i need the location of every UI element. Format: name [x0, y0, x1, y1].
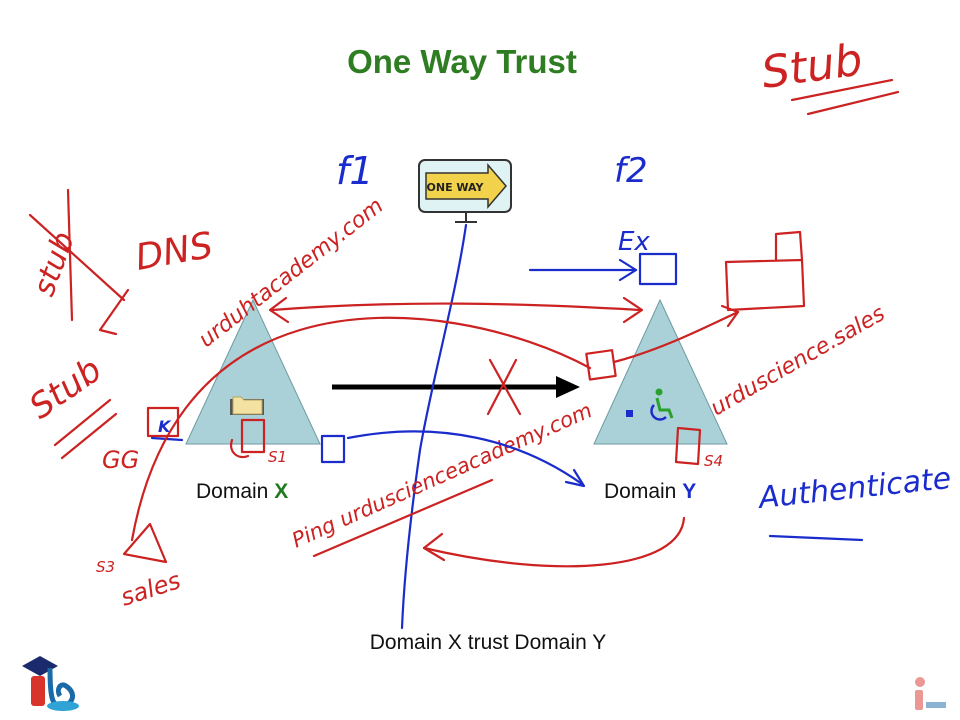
- blue-divider-stroke: [400, 223, 468, 630]
- x-cross-mark-1: [488, 358, 522, 416]
- annotation-authenticate: Authenticate: [755, 461, 953, 516]
- annotation-ping: Ping urduscienceacademy.com: [288, 398, 595, 552]
- red-arrow-to-box: [612, 310, 740, 364]
- red-double-arrow-head-right: [622, 296, 644, 324]
- strike-mark-3: [66, 188, 74, 322]
- red-return-arrow-head: [422, 532, 446, 562]
- stub-left-underline-2: [60, 412, 118, 460]
- strike-mark-1: [28, 213, 126, 302]
- domain-x-label: Domain X: [196, 480, 288, 503]
- annotation-s4: S4: [704, 452, 723, 470]
- annotation-dns: DNS: [132, 225, 215, 279]
- wheelchair-icon: [626, 388, 674, 421]
- logo-icon: [22, 656, 79, 711]
- stub-left-underline-1: [53, 398, 112, 447]
- x-cross-mark-2: [486, 358, 518, 416]
- annotation-s3: S3: [96, 558, 115, 576]
- ping-underline: [312, 478, 494, 558]
- ex-box: [638, 252, 678, 286]
- s3-shape: [122, 522, 168, 564]
- annotation-sales: sales: [117, 566, 184, 612]
- blue-arrow-to-y-head: [564, 468, 586, 488]
- annotation-f1: f1: [336, 149, 374, 193]
- annotation-f2: f2: [614, 151, 648, 191]
- domain-y-triangle: [593, 298, 728, 445]
- red-return-arrow: [422, 516, 686, 568]
- domain-x-triangle: [185, 298, 321, 445]
- gg-box: [146, 406, 180, 438]
- blue-small-box: [320, 434, 346, 464]
- stub-underline-2: [806, 90, 900, 116]
- trust-arrow: [332, 376, 580, 398]
- domain-y-label: Domain Y: [604, 480, 696, 503]
- domain-y-box: [585, 349, 617, 381]
- annotation-gg: GG: [102, 446, 139, 474]
- red-double-arrow-head-left: [268, 296, 290, 324]
- big-box: [724, 230, 806, 312]
- watermark-logo-icon: [915, 677, 946, 710]
- one-way-sign-text: ONE WAY: [427, 181, 485, 194]
- annotation-k: K: [158, 417, 172, 436]
- sales-link-line: [130, 316, 592, 542]
- blue-arrow-to-y: [346, 430, 584, 486]
- diagram-caption: Domain X trust Domain Y: [370, 631, 607, 654]
- annotation-ex: Ex: [618, 227, 650, 257]
- blue-arrow-to-ex-head: [618, 258, 638, 282]
- annotation-s1: S1: [268, 448, 287, 466]
- red-double-arrow: [270, 302, 642, 312]
- authenticate-underline: [768, 534, 864, 542]
- folder-icon: [230, 396, 264, 415]
- strike-mark-2: [98, 288, 130, 336]
- s4-shape: [674, 426, 702, 466]
- annotation-stub-left: Stub: [22, 350, 109, 428]
- stub-underline-1: [790, 78, 894, 102]
- slide-title: One Way Trust: [347, 43, 577, 80]
- one-way-sign-icon: ONE WAY: [418, 159, 512, 223]
- s1-box: [230, 418, 266, 459]
- annotation-domain-x-name: urduhtacademy.com: [194, 193, 388, 352]
